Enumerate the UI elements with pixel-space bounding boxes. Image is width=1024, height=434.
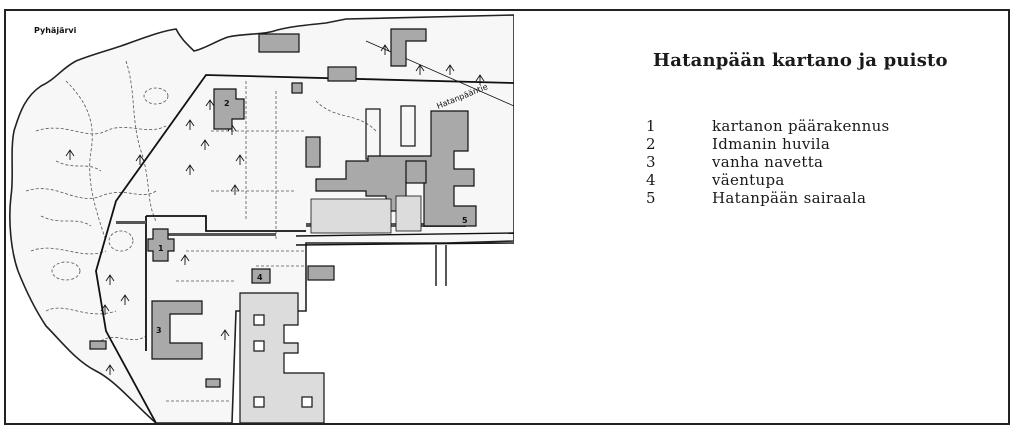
legend-label: vanha navetta [712,153,824,171]
building-2 [213,88,245,130]
buildings [89,28,477,423]
estate-map: Hatanpääntie [9,14,514,423]
vegetation [65,44,485,375]
building-1 [147,228,175,262]
building-top-left [258,33,300,53]
building-3 [151,300,203,360]
legend-item: 5 Hatanpään sairaala [640,189,948,207]
legend-item: 2 Idmanin huvila [640,135,948,153]
legend-label: väentupa [712,171,785,189]
legend-label: Hatanpään sairaala [712,189,867,207]
building-top-center [390,28,427,67]
legend-item: 3 vanha navetta [640,153,948,171]
legend-label: Idmanin huvila [712,135,831,153]
marker-2: 2 [224,99,230,108]
legend-number: 3 [646,153,656,171]
estate-boundary [95,74,514,423]
building-4 [251,268,271,284]
legend-number: 2 [646,135,656,153]
legend-number: 4 [646,171,656,189]
shoreline [9,14,514,423]
legend-title: Hatanpään kartano ja puisto [653,50,948,71]
park-paths [25,60,377,402]
marker-1: 1 [158,244,164,253]
marker-3: 3 [156,326,162,335]
legend: Hatanpään kartano ja puisto 1 kartanon p… [640,50,948,207]
marker-5: 5 [462,216,468,225]
lake-label: Pyhäjärvi [34,26,77,35]
marker-4: 4 [257,273,263,282]
road [295,40,514,286]
legend-number: 1 [646,117,656,135]
legend-item: 4 väentupa [640,171,948,189]
legend-label: kartanon päärakennus [712,117,890,135]
legend-number: 5 [646,189,656,207]
legend-item: 1 kartanon päärakennus [640,117,948,135]
